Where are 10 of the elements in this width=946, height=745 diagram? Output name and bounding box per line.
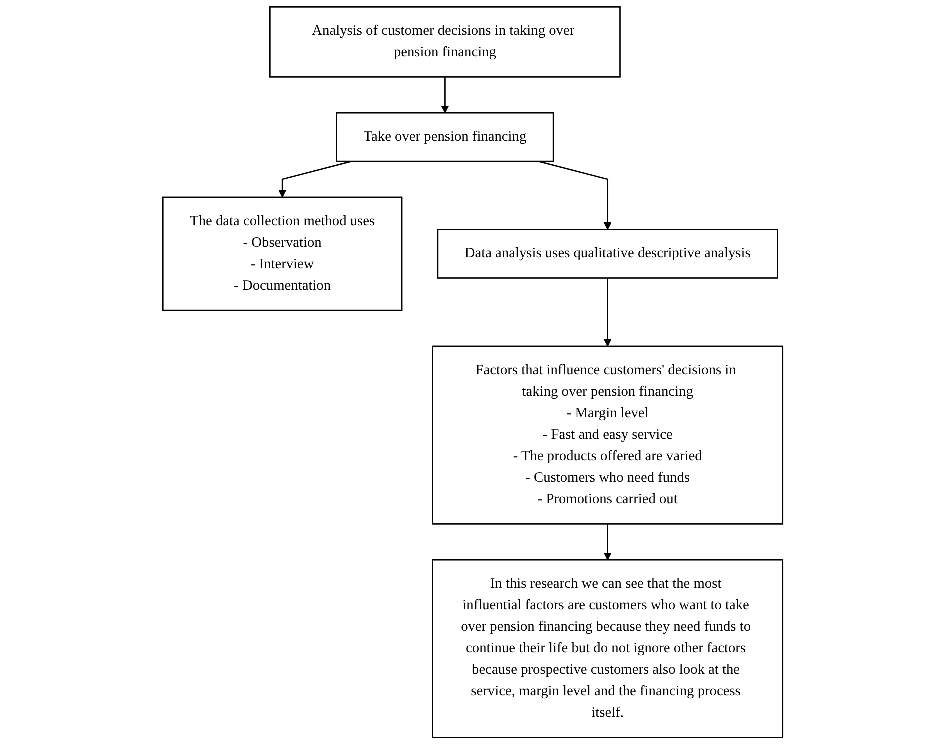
arrow [278,160,352,198]
node-box: Analysis of customer decisions in taking over pension financing [270,6,621,78]
node-box: The data collection method uses - Observation - Interview - Documentation [162,196,403,312]
arrow [441,77,450,114]
arrow [604,524,612,560]
node-box: Data analysis uses qualitative descriptive analysis [437,229,778,279]
node-box: Factors that influence customers' decisions in taking over pension financing - Margin level - Fast and easy service - The products offered are varied - Customers who need funds - Promotions carried out [432,346,784,525]
arrow [604,278,612,347]
node-box: Take over pension financing [336,112,554,162]
node-box: In this research we can see that the most influential factors are customers who want to take over pension financing because they need funds to continue their life but do not ignore other factors because prospective customers also look at the service, margin level and the financing process itself. [432,559,784,738]
